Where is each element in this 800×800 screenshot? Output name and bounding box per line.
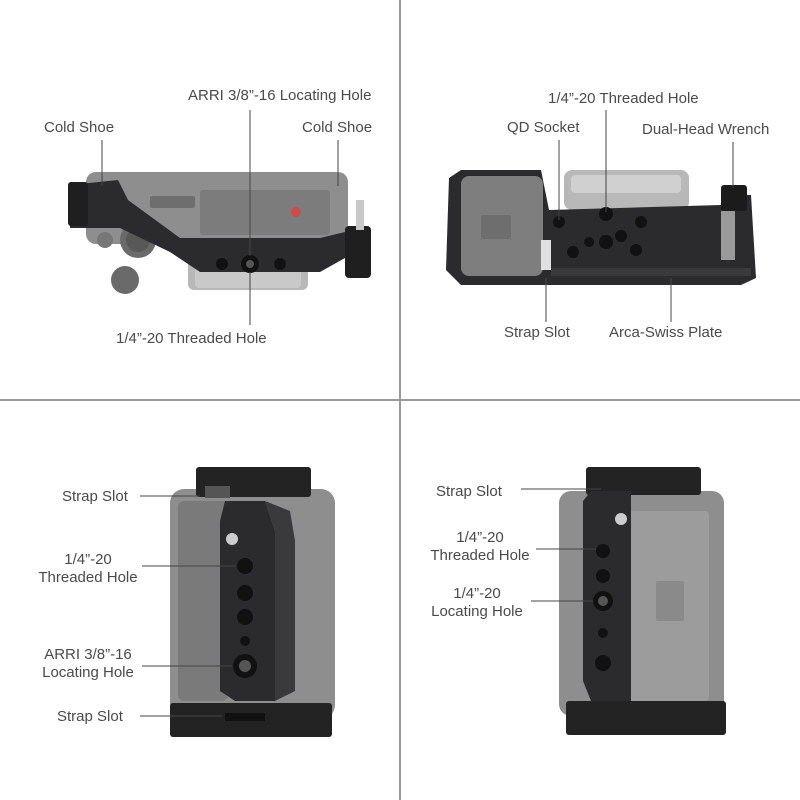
label-strap-slot: Strap Slot	[504, 324, 570, 341]
panel-side-grip-view: Strap Slot 1/4”-20 Threaded Hole ARRI 3/…	[0, 401, 399, 800]
label-threaded-hole-line2: Threaded Hole	[38, 569, 138, 586]
label-locating-hole-line2: Locating Hole	[431, 603, 523, 620]
label-cold-shoe-left: Cold Shoe	[44, 119, 115, 136]
label-locating-hole-line1: 1/4”-20	[453, 585, 501, 602]
label-threaded-hole: 1/4”-20 Threaded Hole	[116, 330, 267, 347]
camera-cage-top-illustration	[68, 110, 371, 325]
horizontal-divider	[0, 399, 800, 401]
label-threaded-hole-line2: Threaded Hole	[430, 547, 530, 564]
label-strap-slot-top: Strap Slot	[62, 488, 128, 505]
label-threaded-hole-line1: 1/4”-20	[456, 529, 504, 546]
label-threaded-hole: 1/4”-20 Threaded Hole	[30, 551, 146, 587]
label-dual-head-wrench: Dual-Head Wrench	[642, 121, 770, 138]
label-strap-slot: Strap Slot	[436, 483, 502, 500]
label-strap-slot-bottom: Strap Slot	[57, 708, 123, 725]
label-qd-socket: QD Socket	[507, 119, 580, 136]
label-arri-locating-hole: ARRI 3/8”-16 Locating Hole	[33, 646, 143, 682]
label-arri-line1: ARRI 3/8”-16	[44, 646, 132, 663]
label-threaded-hole: 1/4”-20 Threaded Hole	[548, 90, 699, 107]
panel-top-view: ARRI 3/8”-16 Locating Hole Cold Shoe Col…	[0, 0, 399, 399]
label-arca-swiss-plate: Arca-Swiss Plate	[609, 324, 723, 341]
label-threaded-hole-line1: 1/4”-20	[64, 551, 112, 568]
label-cold-shoe-right: Cold Shoe	[302, 119, 373, 136]
label-arri-line2: Locating Hole	[42, 664, 134, 681]
camera-cage-rear-side-illustration	[521, 467, 726, 735]
camera-cage-grip-side-illustration	[140, 467, 335, 737]
panel-bottom-view: 1/4”-20 Threaded Hole QD Socket Dual-Hea…	[401, 0, 800, 399]
label-locating-hole: 1/4”-20 Locating Hole	[425, 585, 529, 621]
label-arri-locating-hole: ARRI 3/8”-16 Locating Hole	[188, 87, 372, 104]
panel-side-rear-view: Strap Slot 1/4”-20 Threaded Hole 1/4”-20…	[401, 401, 800, 800]
label-threaded-hole: 1/4”-20 Threaded Hole	[425, 529, 535, 565]
camera-cage-bottom-illustration	[446, 110, 756, 322]
